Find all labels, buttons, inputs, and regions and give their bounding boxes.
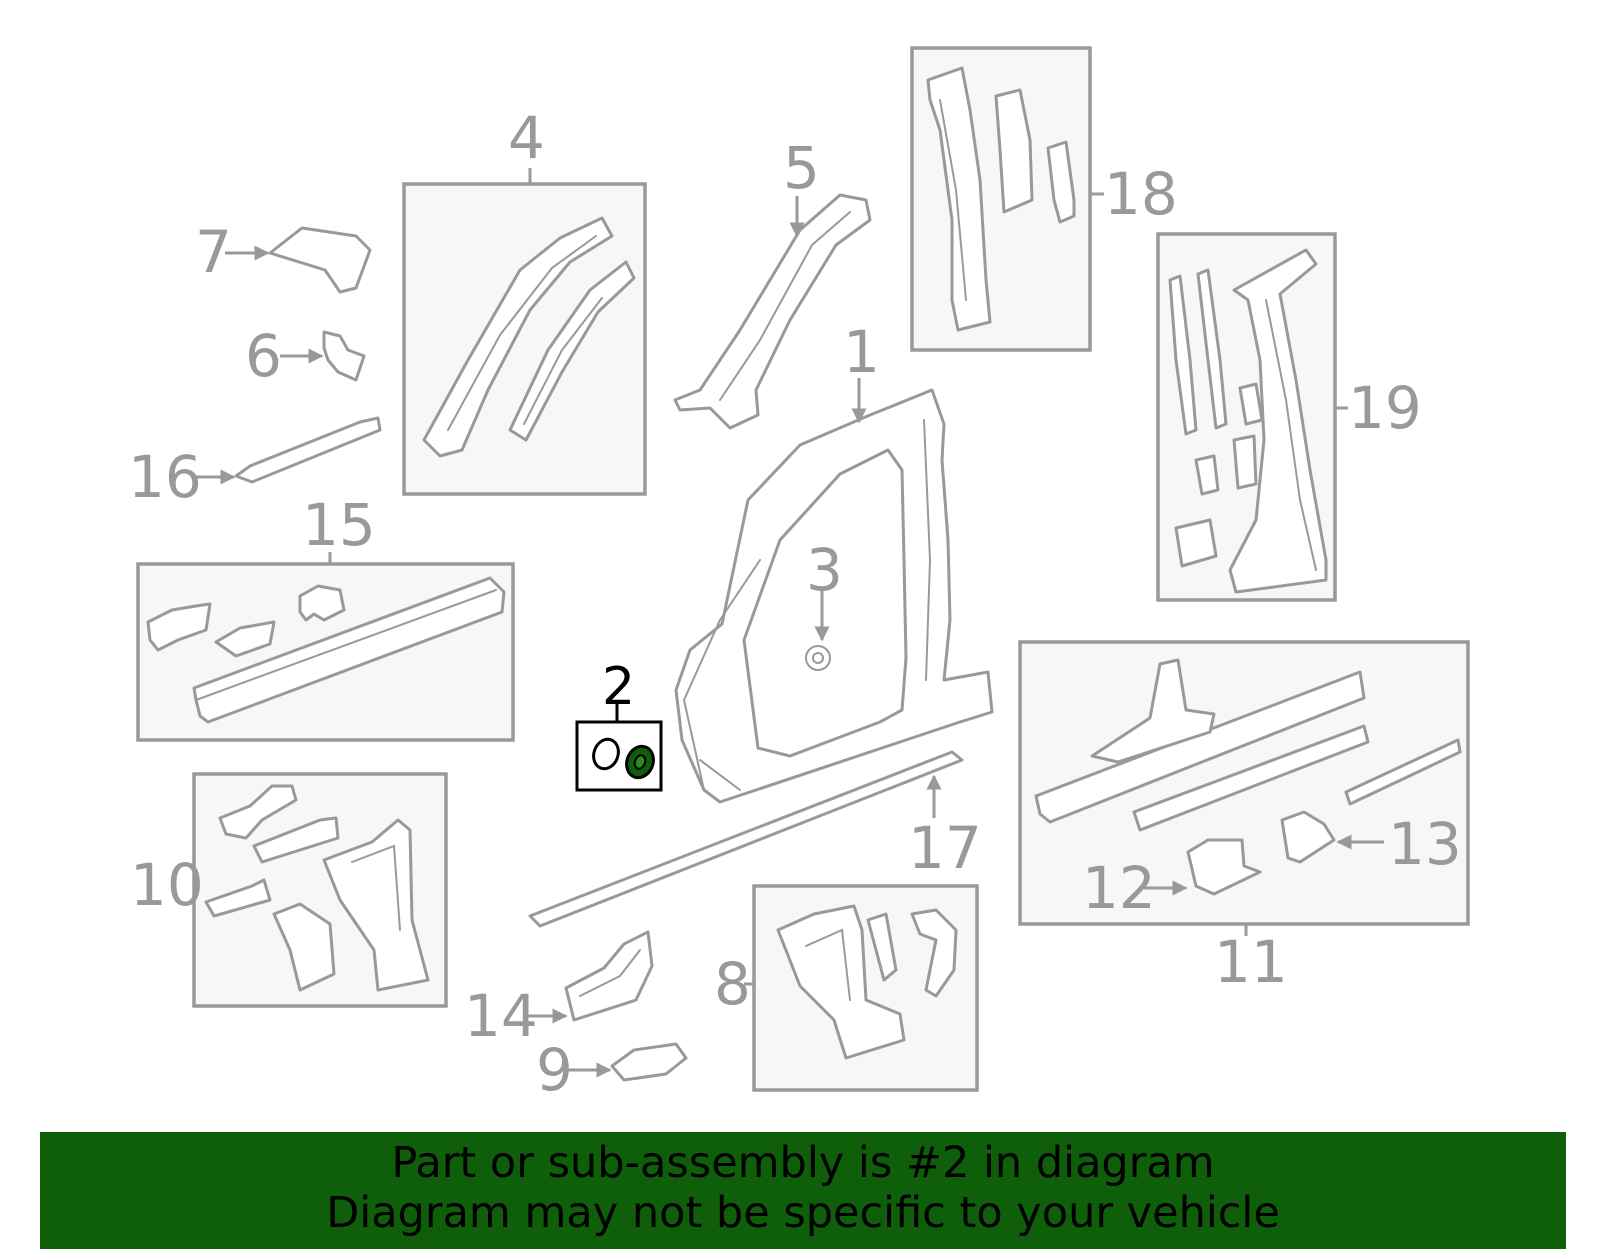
callout-18: 18 bbox=[1104, 160, 1178, 228]
callout-14: 14 bbox=[464, 982, 538, 1050]
callout-11: 11 bbox=[1214, 928, 1288, 996]
callout-3: 3 bbox=[806, 536, 843, 604]
part-9[interactable] bbox=[568, 1042, 688, 1082]
part-10-group[interactable] bbox=[192, 772, 448, 1008]
part-1[interactable] bbox=[674, 378, 994, 804]
part-19-group[interactable] bbox=[1156, 232, 1348, 602]
callout-19: 19 bbox=[1348, 374, 1422, 442]
callout-6: 6 bbox=[245, 322, 282, 390]
part-18-group[interactable] bbox=[910, 46, 1104, 352]
part-11-group[interactable] bbox=[1018, 640, 1470, 936]
part-16[interactable] bbox=[196, 416, 382, 485]
part-5[interactable] bbox=[673, 193, 872, 430]
callout-13: 13 bbox=[1388, 810, 1462, 878]
part-4-group[interactable] bbox=[402, 168, 647, 496]
callout-8: 8 bbox=[714, 950, 751, 1018]
part-6[interactable] bbox=[280, 330, 366, 382]
callout-1: 1 bbox=[843, 318, 880, 386]
callout-4: 4 bbox=[508, 104, 545, 172]
callout-9: 9 bbox=[536, 1036, 573, 1104]
notice-banner: Part or sub-assembly is #2 in diagram Di… bbox=[40, 1132, 1566, 1249]
callout-7: 7 bbox=[195, 218, 232, 286]
part-15-group[interactable] bbox=[136, 552, 515, 742]
banner-line-2: Diagram may not be specific to your vehi… bbox=[326, 1188, 1280, 1238]
callout-2: 2 bbox=[602, 657, 635, 717]
part-7[interactable] bbox=[225, 226, 372, 294]
part-2-highlighted[interactable] bbox=[575, 704, 663, 792]
callout-12: 12 bbox=[1082, 854, 1156, 922]
callout-5: 5 bbox=[783, 134, 820, 202]
callout-15: 15 bbox=[302, 491, 376, 559]
part-8-group[interactable] bbox=[744, 884, 979, 1092]
callout-17: 17 bbox=[908, 814, 982, 882]
part-17[interactable] bbox=[528, 750, 964, 928]
callout-16: 16 bbox=[128, 443, 202, 511]
callout-10: 10 bbox=[130, 851, 204, 919]
banner-line-1: Part or sub-assembly is #2 in diagram bbox=[391, 1138, 1215, 1188]
part-14[interactable] bbox=[528, 930, 654, 1024]
